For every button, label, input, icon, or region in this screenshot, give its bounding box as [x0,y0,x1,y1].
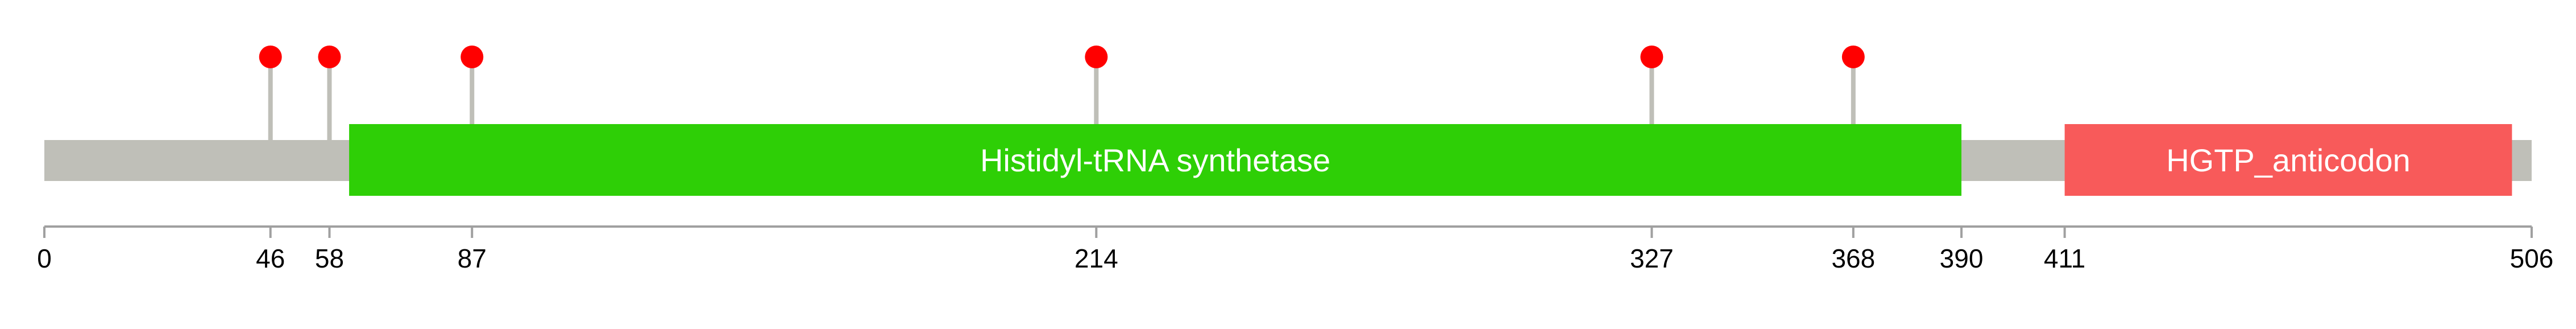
mutation-dot [1841,46,1865,68]
mutation-stems [268,57,1856,140]
mutation-markers [259,46,1865,68]
domain-box [349,124,1962,196]
position-axis: 0 46 58 87 214 327 368 390 411 506 [37,225,2554,273]
axis-tick-label: 0 [37,244,52,273]
mutation-dot [318,46,341,68]
mutation-dot [1085,46,1108,68]
axis-tick-label: 506 [2510,244,2554,273]
domain-label: Histidyl-tRNA synthetase [980,142,1330,178]
domain-box [2064,124,2512,196]
mutation-dot [259,46,282,68]
axis-tick-label: 214 [1075,244,1118,273]
domain-histidyl-trna-synthetase: Histidyl-tRNA synthetase [349,124,1962,196]
axis-tick-label: 58 [315,244,344,273]
axis-tick-label: 390 [1940,244,1984,273]
domain-hgtp-anticodon: HGTP_anticodon [2064,124,2512,196]
mutation-dot [1640,46,1664,68]
domain-label: HGTP_anticodon [2166,142,2411,178]
axis-tick-label: 87 [458,244,487,273]
axis-tick-label: 46 [256,244,285,273]
axis-tick-label: 368 [1831,244,1875,273]
protein-domains: Histidyl-tRNA synthetase HGTP_anticodon [349,124,2512,196]
axis-tick-label: 327 [1630,244,1674,273]
mutation-dot [461,46,484,68]
axis-tick-label: 411 [2044,244,2085,273]
